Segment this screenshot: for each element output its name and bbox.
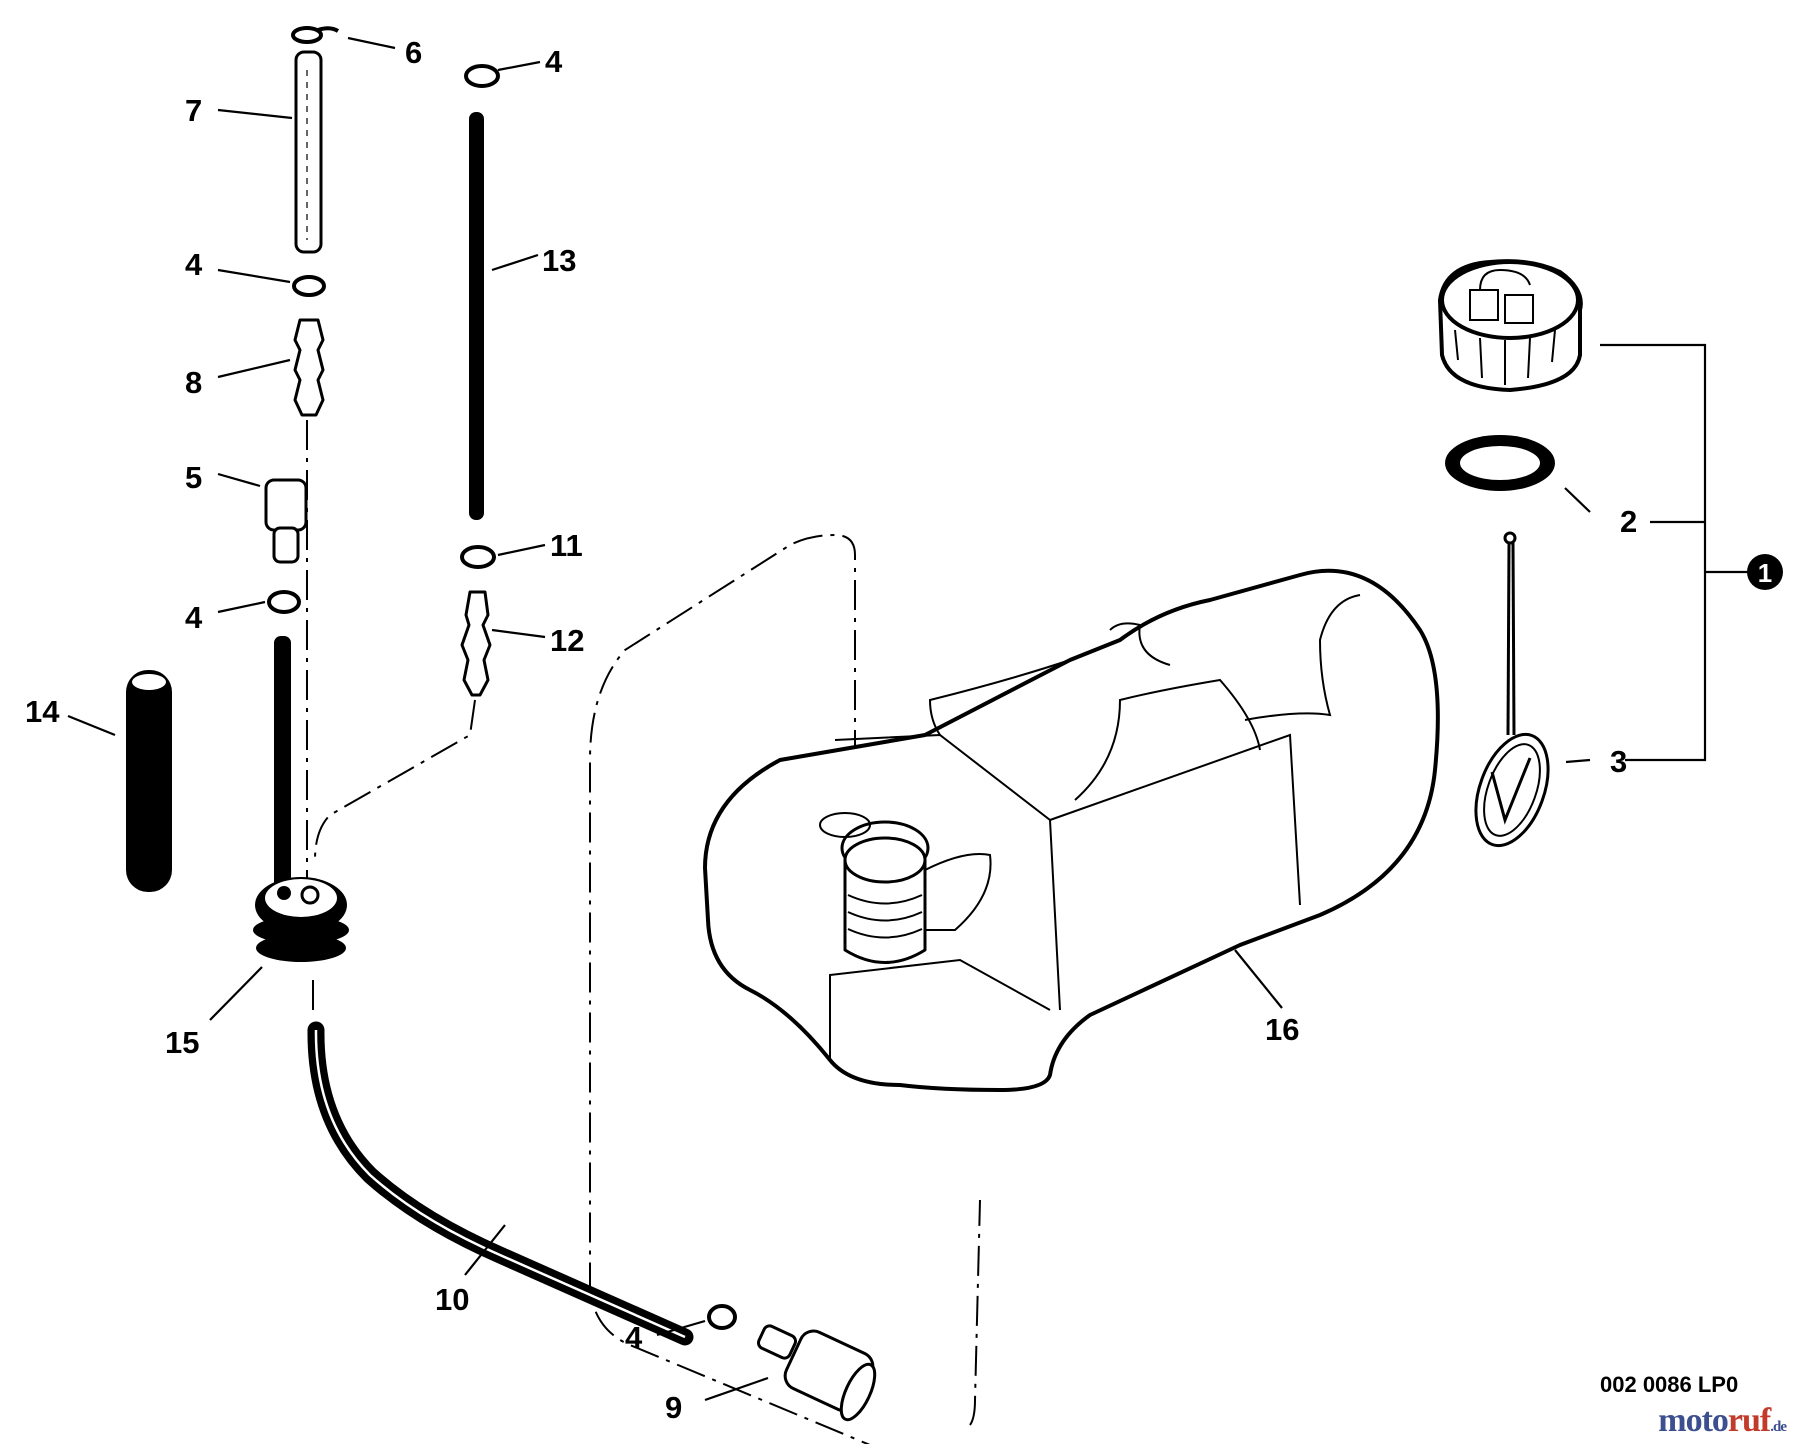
assembly-marker-1: 1 (1747, 554, 1783, 590)
centerline-filter-return (969, 1199, 981, 1426)
callout-13: 13 (542, 243, 576, 278)
callout-8: 8 (185, 365, 202, 400)
callout-7: 7 (185, 93, 202, 128)
part-14-sleeve (126, 670, 172, 892)
part-8-connector (293, 318, 325, 417)
part-12-connector (460, 590, 492, 697)
callout-14: 14 (25, 694, 60, 729)
part-4-ring-upper (292, 275, 326, 297)
callout-labels: 6 4 7 13 4 8 5 11 4 12 14 15 16 10 4 9 2… (25, 35, 1637, 1425)
callout-9: 9 (665, 1390, 682, 1425)
part-11-ring (460, 545, 496, 569)
centerline-tank-outline (589, 533, 871, 1444)
part-15-grommet (253, 636, 349, 962)
callout-16: 16 (1265, 1012, 1299, 1047)
callout-15: 15 (165, 1025, 199, 1060)
centerline-return-line (314, 699, 476, 861)
part-9-fuel-filter (756, 1324, 877, 1422)
callout-4-filter: 4 (625, 1320, 643, 1355)
watermark-tld: .de (1770, 1419, 1787, 1435)
watermark-accent: ruf (1727, 1402, 1771, 1439)
callout-4-lower: 4 (185, 600, 203, 635)
leader-lines (67, 36, 1591, 1402)
callout-11: 11 (550, 528, 583, 563)
part-2-gasket (1445, 435, 1555, 491)
callout-4-upper: 4 (185, 247, 203, 282)
part-10-fuel-line (307, 1021, 694, 1346)
part-7-tube (294, 50, 323, 254)
part-4-ring-top-right (464, 64, 500, 88)
callout-10: 10 (435, 1282, 469, 1317)
part-4-ring-filter (707, 1304, 737, 1330)
callout-3: 3 (1610, 744, 1627, 779)
callout-6: 6 (405, 35, 422, 70)
part-5-fitting (264, 478, 308, 564)
watermark-name: moto (1658, 1402, 1729, 1439)
callout-4-top-right: 4 (545, 44, 563, 79)
callout-12: 12 (550, 623, 584, 658)
part-4-ring-lower (267, 590, 301, 614)
part-13-hose (469, 112, 484, 520)
drawing-code: 002 0086 LP0 (1600, 1372, 1738, 1397)
assembly-marker-number: 1 (1758, 558, 1772, 588)
callout-5: 5 (185, 460, 202, 495)
part-16-fuel-tank (703, 568, 1440, 1092)
assembly-1-bracket (1600, 343, 1750, 762)
part-3-tether (1474, 531, 1550, 848)
watermark-logo: motoruf.de (1658, 1402, 1787, 1440)
part-6-clamp (291, 26, 340, 44)
fuel-cap (1438, 259, 1583, 392)
callout-2: 2 (1620, 504, 1637, 539)
